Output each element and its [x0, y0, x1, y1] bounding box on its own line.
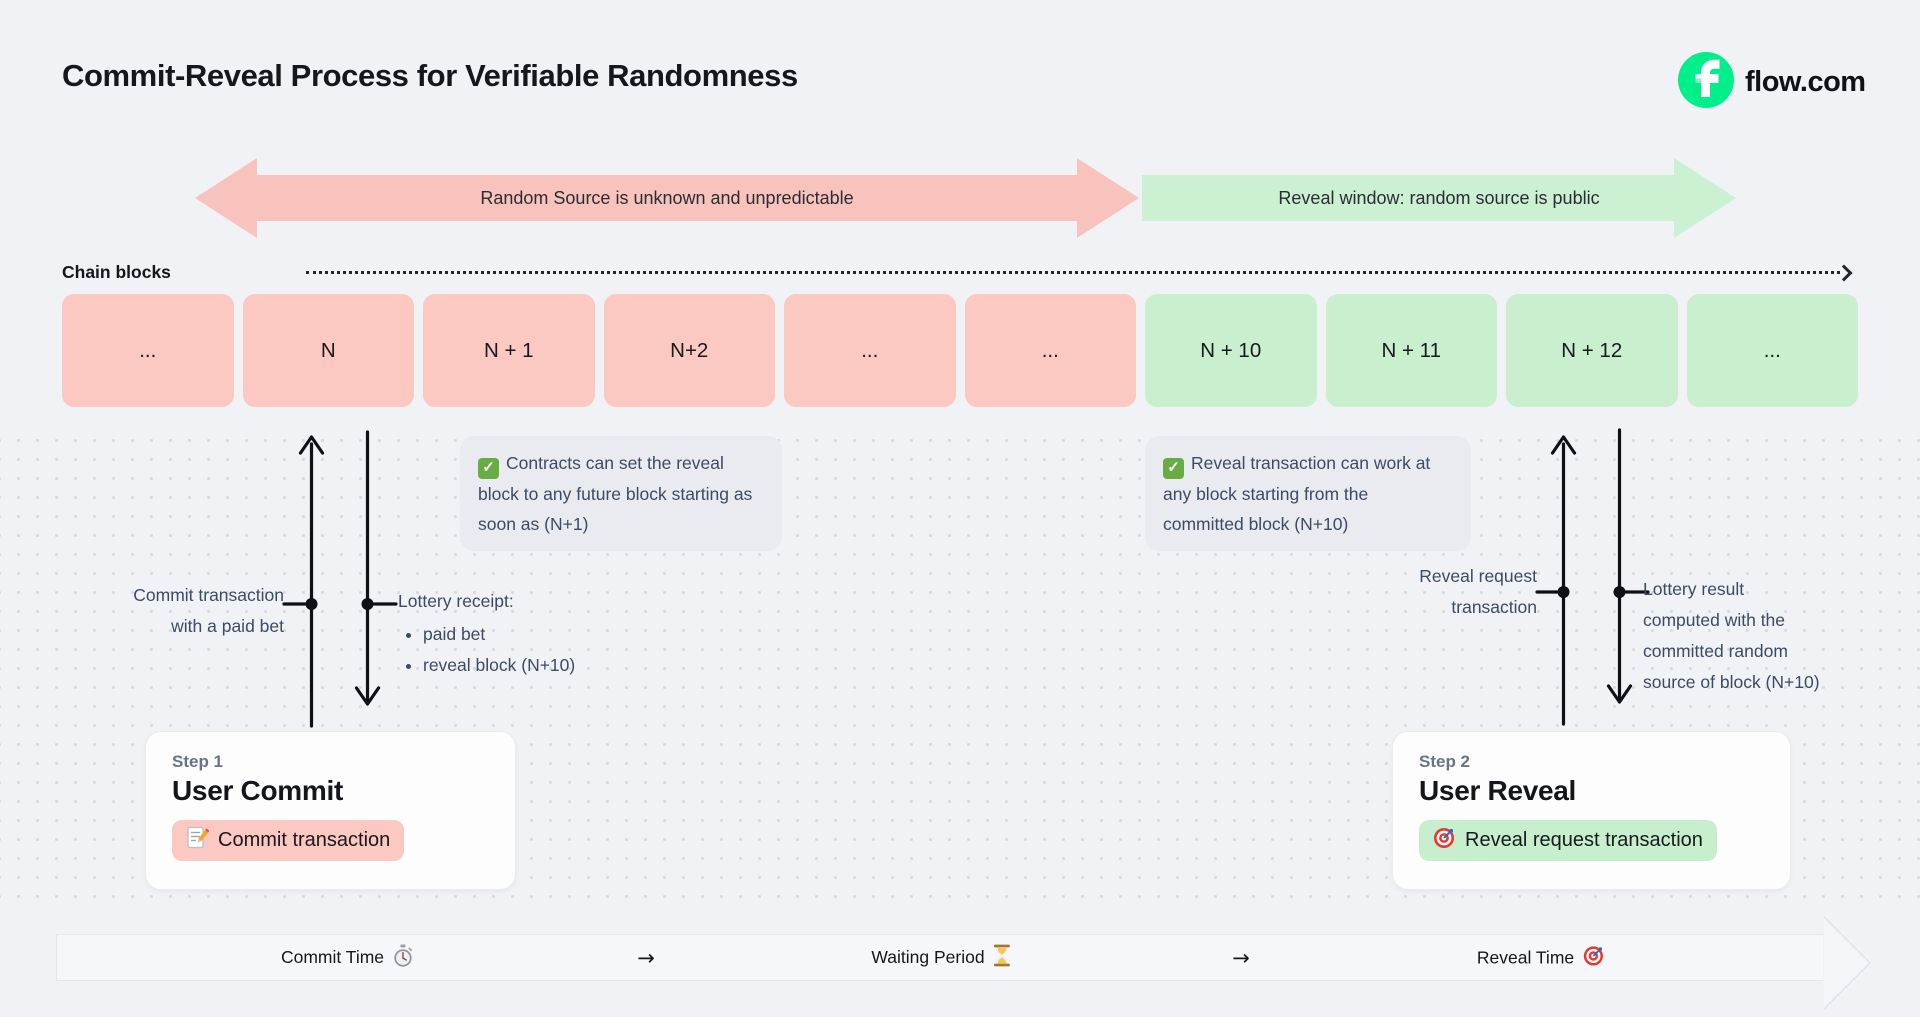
chain-block: N + 11 [1325, 294, 1497, 407]
timeline-waiting-period: Waiting Period [871, 944, 1011, 972]
chain-block: N + 10 [1145, 294, 1317, 407]
flow-brand-link[interactable]: flow.com [1678, 52, 1866, 113]
chain-axis-dotted-line [306, 271, 1840, 274]
chain-block: N [242, 294, 414, 407]
step2-card: Step 2 User Reveal Reveal request transa… [1392, 731, 1791, 890]
chain-block: ... [784, 294, 956, 407]
lottery-receipt-item: reveal block (N+10) [423, 650, 575, 681]
timeline-reveal-time: Reveal Time [1477, 944, 1605, 971]
unpredictable-phase-label: Random Source is unknown and unpredictab… [480, 187, 854, 208]
hourglass-icon [994, 944, 1011, 972]
lottery-receipt-annotation: Lottery receipt: paid betreveal block (N… [398, 586, 575, 681]
timeline-label: Reveal Time [1476, 947, 1575, 967]
step1-label: Step 1 [172, 752, 224, 771]
annotation-line: computed with the [1643, 610, 1786, 630]
target-icon [1433, 826, 1456, 855]
commit-transaction-badge: Commit transaction [172, 820, 405, 861]
commit-transaction-annotation: Commit transaction with a paid bet [60, 580, 284, 642]
lottery-receipt-list: paid betreveal block (N+10) [423, 619, 575, 681]
timeline-label: Waiting Period [871, 947, 985, 967]
step1-title: User Commit [172, 775, 343, 806]
lottery-receipt-title: Lottery receipt: [398, 591, 514, 611]
annotation-line: transaction [1451, 597, 1537, 617]
timeline-label: Commit Time [280, 947, 385, 967]
lottery-receipt-item: paid bet [423, 619, 575, 650]
reveal-window-arrow: Reveal window: random source is public [1142, 158, 1736, 238]
timeline-end-chevron-icon [1822, 915, 1874, 1016]
chain-block: ... [1686, 294, 1858, 407]
step2-label: Step 2 [1419, 752, 1471, 771]
lottery-result-annotation: Lottery result computed with the committ… [1643, 574, 1920, 698]
reveal-window-label: Reveal window: random source is public [1278, 187, 1600, 208]
reveal-note-box: ✓Reveal transaction can work at any bloc… [1145, 436, 1471, 551]
check-icon: ✓ [1163, 457, 1184, 479]
brand-text: flow.com [1745, 66, 1866, 98]
timeline-arrow: → [1232, 945, 1250, 970]
annotation-line: source of block (N+10) [1643, 672, 1820, 692]
chain-block: N + 1 [423, 294, 595, 407]
commit-note-box: ✓Contracts can set the reveal block to a… [460, 436, 782, 551]
step2-title: User Reveal [1419, 775, 1577, 806]
timeline-commit-time: Commit Time [281, 944, 413, 972]
chain-axis-arrowhead-icon [1835, 264, 1853, 281]
timeline-arrow: → [637, 945, 655, 970]
annotation-line: committed random [1643, 641, 1788, 661]
annotation-line: Lottery result [1643, 579, 1745, 599]
reveal-note-text: Reveal transaction can work at any block… [1163, 453, 1431, 534]
step2-badge-label: Reveal request transaction [1465, 829, 1703, 851]
chain-block: ... [62, 294, 234, 407]
page-title: Commit-Reveal Process for Verifiable Ran… [62, 58, 798, 93]
commit-note-text: Contracts can set the reveal block to an… [478, 453, 753, 534]
reveal-request-annotation: Reveal request transaction [1370, 561, 1537, 623]
step1-badge-label: Commit transaction [218, 829, 391, 851]
reveal-request-badge: Reveal request transaction [1419, 820, 1717, 861]
check-icon: ✓ [478, 457, 499, 479]
annotation-line: Reveal request [1419, 566, 1537, 586]
flow-logo-icon [1678, 52, 1734, 113]
timeline-bar: Commit Time → Waiting Period [56, 934, 1823, 981]
stopwatch-icon [393, 944, 413, 972]
chain-block: N+2 [603, 294, 775, 407]
memo-icon [186, 826, 210, 855]
annotation-line: with a paid bet [171, 616, 284, 636]
target-icon [1583, 944, 1605, 971]
chain-block: N + 12 [1506, 294, 1678, 407]
chain-block: ... [964, 294, 1136, 407]
unpredictable-phase-arrow: Random Source is unknown and unpredictab… [195, 158, 1139, 238]
annotation-line: Commit transaction [133, 585, 284, 605]
step1-card: Step 1 User Commit Commit transaction [145, 731, 516, 890]
chain-blocks-label: Chain blocks [62, 262, 171, 282]
